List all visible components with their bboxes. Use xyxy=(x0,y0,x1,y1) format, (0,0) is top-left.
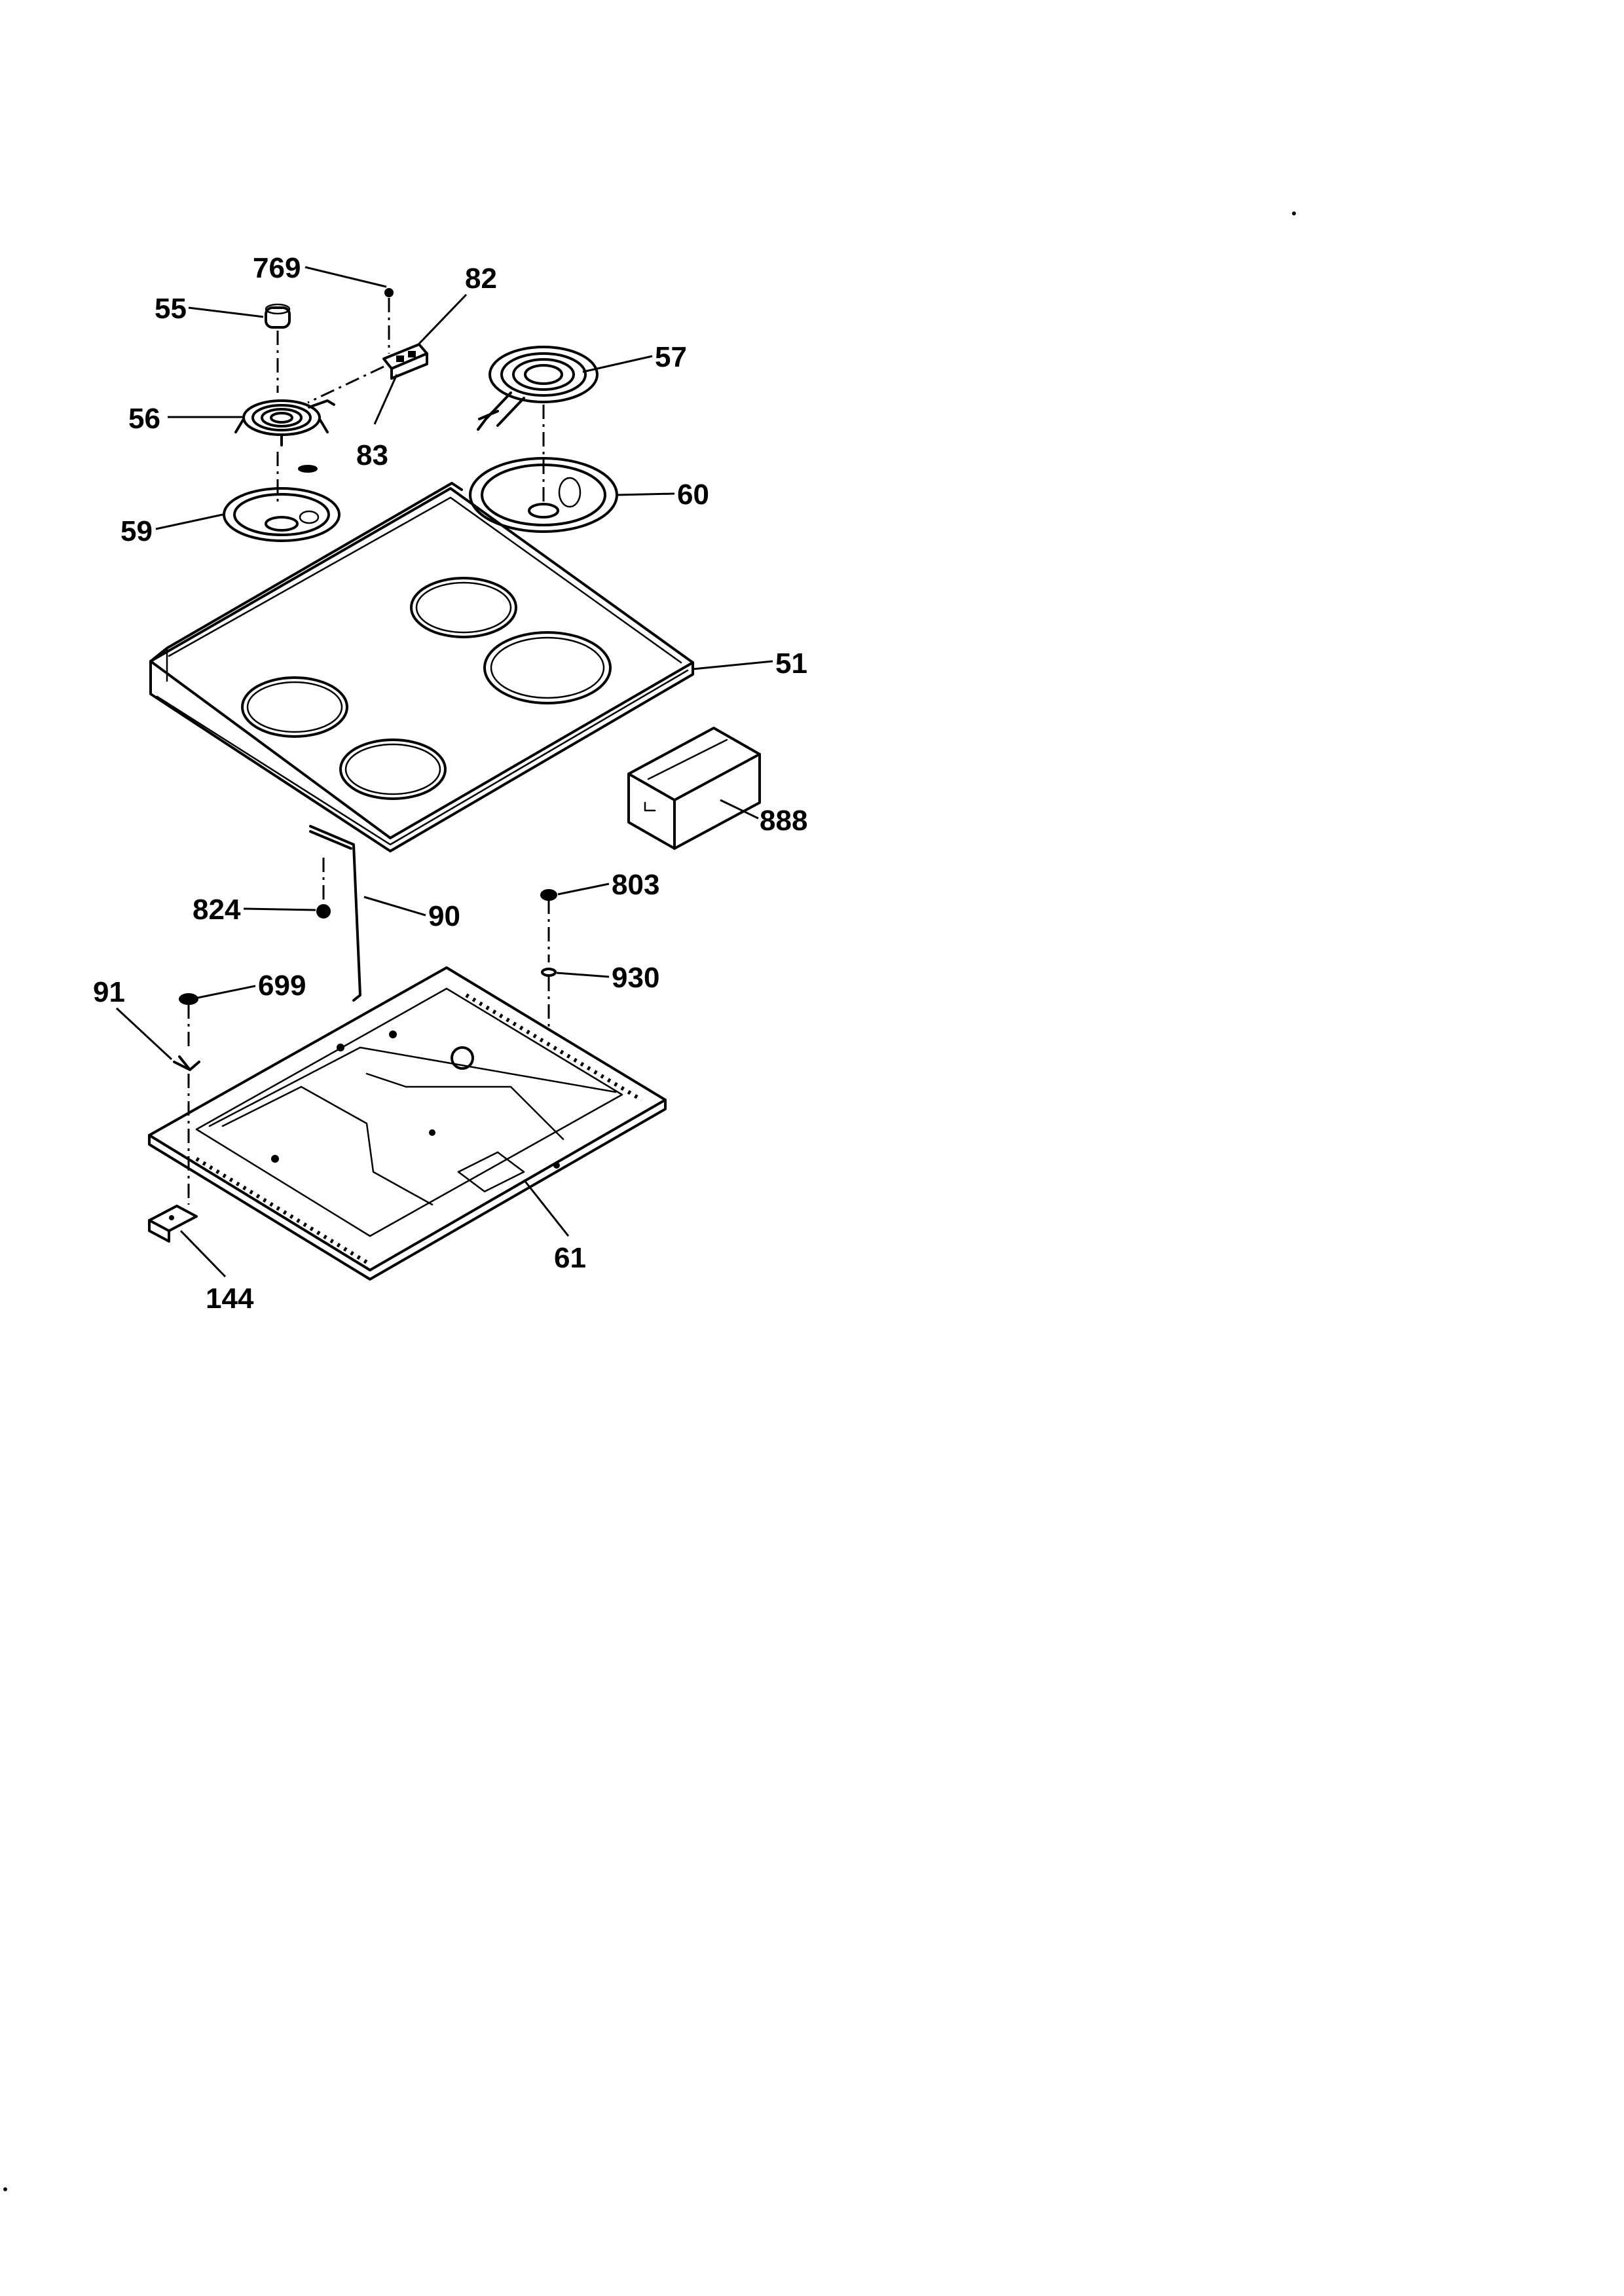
leader-59 xyxy=(155,513,223,530)
leader-51 xyxy=(692,660,773,670)
leader-824 xyxy=(243,907,316,911)
part-56-surface-element-small xyxy=(234,399,335,446)
leader-83 xyxy=(373,374,398,425)
part-82-terminal-block xyxy=(307,343,428,404)
part-888-box xyxy=(627,727,761,850)
callout-61: 61 xyxy=(554,1242,586,1274)
part-930-washer xyxy=(541,968,557,1028)
part-55-cap xyxy=(265,303,291,393)
part-824-screw xyxy=(316,858,331,919)
leader-144 xyxy=(179,1230,227,1278)
callout-91: 91 xyxy=(93,976,125,1008)
scan-speck xyxy=(1292,211,1296,215)
part-699-screw xyxy=(179,993,198,1048)
callout-824: 824 xyxy=(193,894,241,926)
callout-82: 82 xyxy=(465,263,497,295)
callout-699: 699 xyxy=(258,970,306,1002)
callout-930: 930 xyxy=(612,962,659,994)
part-61-base-pan xyxy=(148,966,667,1281)
callout-144: 144 xyxy=(206,1283,254,1315)
callout-labels: 769 82 55 57 56 83 60 59 51 888 803 824 … xyxy=(93,252,807,1315)
part-59-drip-pan-small xyxy=(223,465,341,542)
callout-888: 888 xyxy=(760,805,807,837)
scan-speck xyxy=(3,2187,7,2191)
leader-lines xyxy=(115,266,773,1278)
callout-59: 59 xyxy=(120,515,153,547)
part-51-cooktop xyxy=(149,482,694,852)
part-60-drip-pan-large xyxy=(469,457,618,533)
leader-91 xyxy=(115,1007,173,1061)
part-90-wire xyxy=(309,825,361,1002)
part-91-clip xyxy=(173,1055,200,1205)
leader-55 xyxy=(188,306,264,318)
leader-61 xyxy=(523,1179,570,1237)
callout-51: 51 xyxy=(775,647,807,680)
part-144-bracket xyxy=(148,1205,198,1243)
part-769-screw xyxy=(384,288,394,354)
leader-888 xyxy=(720,799,759,820)
part-57-surface-element-large xyxy=(477,346,599,431)
part-803-screw xyxy=(540,889,557,962)
callout-57: 57 xyxy=(655,341,687,373)
leader-82 xyxy=(418,293,468,345)
callout-803: 803 xyxy=(612,869,659,901)
callout-55: 55 xyxy=(155,293,187,325)
callout-83: 83 xyxy=(356,439,388,471)
leader-803 xyxy=(557,883,610,896)
callout-56: 56 xyxy=(128,403,160,435)
leader-90 xyxy=(363,896,426,917)
leader-699 xyxy=(197,985,256,999)
callout-60: 60 xyxy=(677,479,709,511)
leader-60 xyxy=(616,492,675,496)
callout-769: 769 xyxy=(253,252,301,284)
leader-57 xyxy=(582,355,653,373)
leader-769 xyxy=(304,266,387,288)
leader-930 xyxy=(556,972,610,978)
callout-90: 90 xyxy=(428,900,460,932)
